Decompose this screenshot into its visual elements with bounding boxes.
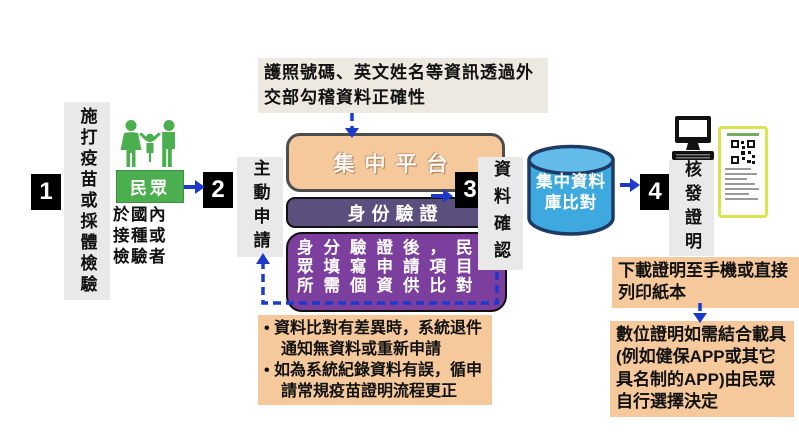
certificate-text-line <box>725 198 758 200</box>
qr-code <box>730 139 756 165</box>
mismatch-note: • 資料比對有差異時，系統退件通知無資料或重新申請 • 如為系統紀錄資料有誤，循… <box>258 315 492 406</box>
digital-carrier-note: 數位證明如需結合載具(例如健保APP或其它具名制的APP)由民眾自行選擇決定 <box>610 321 794 417</box>
passport-check-note: 護照號碼、英文姓名等資訊透過外交部勾稽資料正確性 <box>258 58 548 114</box>
desktop-computer-icon <box>672 115 714 161</box>
certificate-text-line <box>725 188 759 190</box>
mismatch-note-item: • 如為系統紀錄資料有誤，循申請常規疫苗證明流程更正 <box>264 362 483 401</box>
step-2-number: 2 <box>203 172 233 208</box>
certificate-title-bar <box>727 133 759 136</box>
certificate-text-line <box>725 193 749 195</box>
mismatch-note-list: • 資料比對有差異時，系統退件通知無資料或重新申請 • 如為系統紀錄資料有誤，循… <box>264 318 486 402</box>
public-label: 民眾 <box>116 170 184 203</box>
step-2-label: 主動申請 <box>237 157 283 257</box>
step-3-label: 資料確認 <box>478 157 523 270</box>
database-label: 集中資料庫比對 <box>536 173 606 212</box>
certificate-text-line <box>725 178 747 180</box>
mismatch-note-item: • 資料比對有差異時，系統退件通知無資料或重新申請 <box>264 320 483 359</box>
certificate-text-line <box>725 173 757 175</box>
certificate-text-line <box>725 183 755 185</box>
family-icon <box>117 119 183 169</box>
identity-note-box: 身分驗證後，民眾填寫申請項目所需個資供比對 <box>286 232 507 312</box>
database-cylinder-icon: 集中資料庫比對 <box>523 142 619 240</box>
digital-certificate-qr <box>718 126 768 218</box>
step-4-label: 核發證明 <box>669 160 714 256</box>
step-1-label: 施打疫苗或採體檢驗 <box>64 102 110 300</box>
step-4-number: 4 <box>640 174 670 210</box>
download-note: 下載證明至手機或直接列印紙本 <box>612 257 799 308</box>
step-1-number: 1 <box>31 174 61 210</box>
public-description: 於國內接種或檢驗者 <box>113 206 167 266</box>
certificate-text-line <box>725 168 751 170</box>
